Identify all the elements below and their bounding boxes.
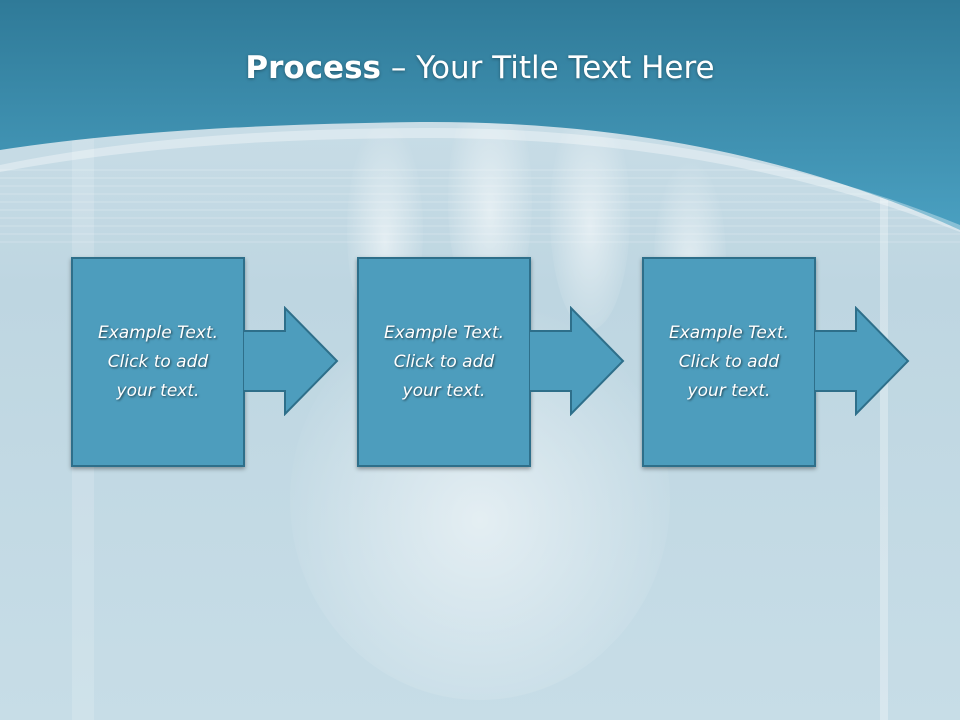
process-step-box-1[interactable]: Example Text. Click to add your text. bbox=[71, 257, 245, 467]
step-2-arrow bbox=[529, 306, 625, 416]
process-step-box-3[interactable]: Example Text. Click to add your text. bbox=[642, 257, 816, 467]
title-bold-text: Process bbox=[245, 50, 381, 86]
step-1-text: Example Text. Click to add your text. bbox=[97, 322, 219, 401]
slide-title[interactable]: Process – Your Title Text Here bbox=[0, 50, 960, 86]
process-step-box-2[interactable]: Example Text. Click to add your text. bbox=[357, 257, 531, 467]
title-rest-text: – Your Title Text Here bbox=[381, 50, 715, 86]
step-1-arrow bbox=[243, 306, 339, 416]
step-3-text: Example Text. Click to add your text. bbox=[668, 322, 790, 401]
step-2-text: Example Text. Click to add your text. bbox=[383, 322, 505, 401]
step-3-arrow bbox=[814, 306, 910, 416]
